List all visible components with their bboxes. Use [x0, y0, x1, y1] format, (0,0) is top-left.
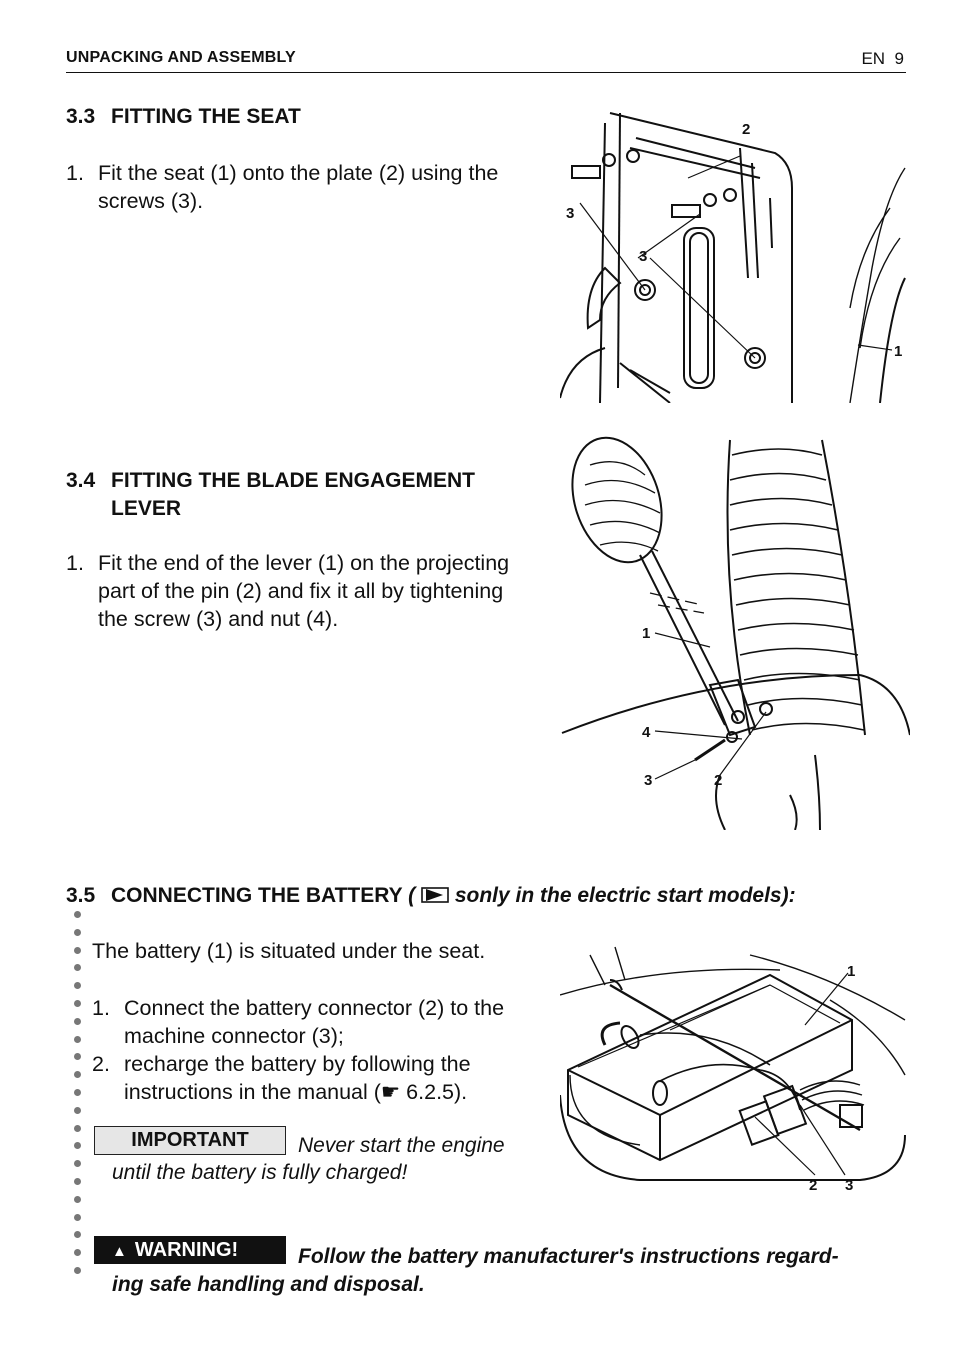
change-bar-dot — [74, 928, 81, 936]
callout-label: 2 — [742, 121, 750, 138]
model-note-open: ( — [408, 884, 416, 907]
step-number: 1. — [92, 996, 110, 1020]
callout-label: 3 — [639, 248, 647, 265]
warning-text-line: Follow the battery manufacturer's instru… — [298, 1245, 839, 1268]
change-bar-dot — [74, 1017, 81, 1025]
step-text-line: Connect the battery connector (2) to the — [124, 996, 505, 1020]
callout-label: 3 — [845, 1177, 853, 1194]
section-title: CONNECTING THE BATTERY — [111, 884, 403, 907]
change-bar-dot — [74, 1124, 81, 1132]
step-text-line: part of the pin (2) and fix it all by ti… — [98, 579, 504, 603]
callout-label: 3 — [566, 205, 574, 222]
blade-lever-illustration: 1 4 3 2 — [561, 436, 910, 830]
section-3-5-heading: 3.5 CONNECTING THE BATTERY ( sonly in the… — [66, 884, 796, 908]
callout-label: 1 — [847, 963, 855, 980]
section-title: FITTING THE BLADE ENGAGEMENT — [111, 469, 475, 492]
callout-label: 4 — [642, 724, 651, 741]
important-label-box: IMPORTANT — [94, 1126, 286, 1155]
warning-label: WARNING! — [134, 1239, 239, 1261]
important-text-line: Never start the engine — [298, 1134, 505, 1157]
section-title: FITTING THE SEAT — [111, 105, 301, 128]
callout-label: 2 — [809, 1177, 817, 1194]
step-text-line: Fit the seat (1) onto the plate (2) usin… — [98, 161, 499, 185]
change-bar-dot — [74, 1106, 81, 1114]
important-text-line: until the battery is fully charged! — [112, 1161, 408, 1184]
section-title-continued: LEVER — [111, 497, 182, 520]
section-3-5-steps: 1. Connect the battery connector (2) to … — [92, 994, 552, 1106]
change-bar-dot — [74, 982, 81, 990]
callout-label: 1 — [642, 625, 650, 642]
electric-start-arrow-icon — [421, 887, 449, 903]
callout-label: 1 — [894, 343, 902, 360]
step-text-line: machine connector (3); — [124, 1024, 344, 1048]
section-number: 3.5 — [66, 884, 96, 907]
model-note: sonly in the electric start models): — [454, 884, 796, 907]
change-bar-dot — [74, 1195, 81, 1203]
change-bar-dot — [74, 911, 81, 918]
change-bar-dot — [74, 1053, 81, 1061]
step-number: 1. — [66, 161, 84, 185]
step-number: 1. — [66, 551, 84, 575]
change-bar-dot — [74, 1249, 81, 1257]
step-text-line: screws (3). — [98, 189, 204, 213]
change-bar-dot — [74, 999, 81, 1007]
step-text-line: instructions in the manual (☛ 6.2.5). — [124, 1080, 468, 1104]
step-number: 2. — [92, 1052, 110, 1076]
section-3-4-heading: 3.4 FITTING THE BLADE ENGAGEMENT LEVER — [66, 467, 475, 523]
warning-text-line: ing safe handling and disposal. — [112, 1273, 425, 1296]
page-number: EN 9 — [861, 49, 904, 68]
battery-connector-illustration: 1 2 3 — [560, 946, 906, 1194]
step-text-line: Fit the end of the lever (1) on the proj… — [98, 551, 510, 575]
change-bar-dot — [74, 1071, 81, 1079]
section-3-3-step: 1. Fit the seat (1) onto the plate (2) u… — [66, 159, 546, 215]
change-bar-dot — [74, 964, 81, 972]
callout-label: 3 — [644, 772, 652, 789]
seat-plate-illustration: 2 3 3 1 — [560, 112, 906, 403]
section-number: 3.4 — [66, 469, 96, 492]
section-3-3-heading: 3.3 FITTING THE SEAT — [66, 105, 301, 129]
running-header-section: UNPACKING AND ASSEMBLY — [66, 49, 296, 66]
change-bar-dot — [74, 946, 81, 954]
section-3-4-step: 1. Fit the end of the lever (1) on the p… — [66, 549, 556, 633]
change-bar-dot — [74, 1035, 81, 1043]
change-bar-dot — [74, 1231, 81, 1239]
change-bar-dot — [74, 1160, 81, 1168]
change-bar-dot — [74, 1142, 81, 1150]
change-bar-dot — [74, 1177, 81, 1185]
header-rule — [66, 72, 906, 73]
section-number: 3.3 — [66, 105, 96, 128]
step-text-line: the screw (3) and nut (4). — [98, 607, 339, 631]
battery-intro: The battery (1) is situated under the se… — [92, 939, 486, 963]
warning-triangle-icon: ▲ — [112, 1243, 127, 1260]
change-bar-dots — [74, 911, 84, 1285]
change-bar-dot — [74, 1088, 81, 1096]
change-bar-dot — [74, 1266, 81, 1274]
step-text-line: recharge the battery by following the — [124, 1052, 471, 1076]
warning-label-box: ▲ WARNING! — [94, 1236, 286, 1264]
callout-label: 2 — [714, 772, 722, 789]
change-bar-dot — [74, 1213, 81, 1221]
